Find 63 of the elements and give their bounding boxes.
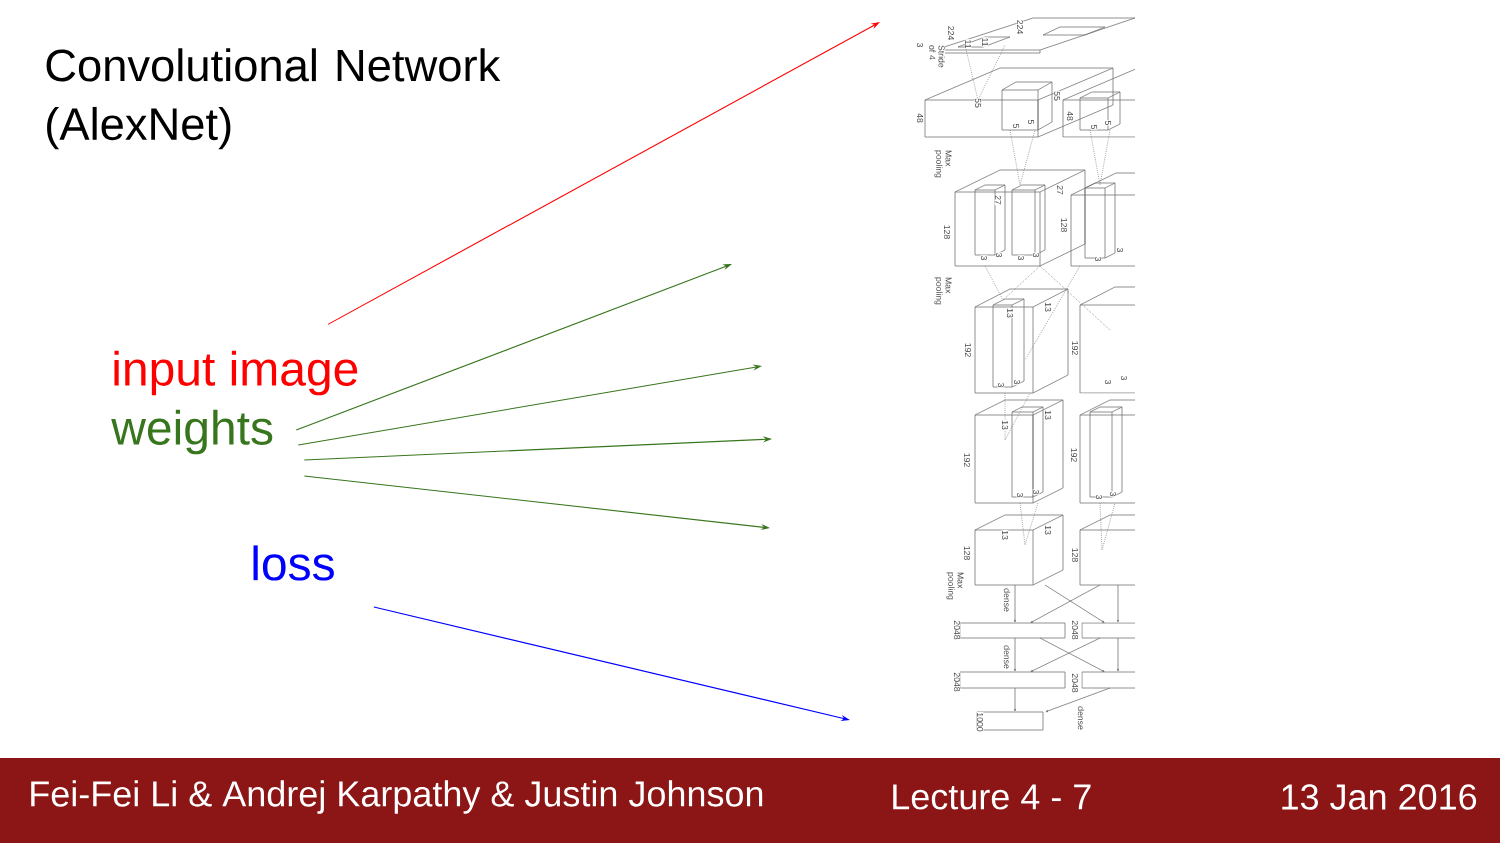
size-label: 3: [997, 382, 1005, 388]
slide-title: Convolutional Network (AlexNet): [46, 48, 501, 150]
layer-label: Max pooling: [934, 276, 952, 305]
size-label: 48: [1066, 110, 1074, 122]
size-label: 3: [916, 42, 924, 48]
size-label: 55: [974, 97, 982, 109]
size-label: 13: [1044, 409, 1052, 421]
size-label: 3: [1104, 379, 1112, 385]
size-label: 224: [1016, 19, 1024, 35]
size-label: 27: [994, 194, 1002, 206]
size-label: 192: [963, 452, 971, 468]
size-label: 3: [1016, 492, 1024, 498]
size-label: 13: [1001, 529, 1009, 541]
size-label: 128: [1071, 547, 1079, 563]
size-label: 3: [980, 255, 988, 261]
layer-label: dense: [1077, 705, 1085, 731]
size-label: 128: [943, 224, 951, 240]
lecture-number: Lecture 4 - 7: [893, 784, 1091, 810]
size-label: 2048: [1071, 673, 1079, 693]
slide-date: 13 Jan 2016: [1282, 784, 1477, 810]
size-label: 192: [1070, 447, 1078, 463]
footer-credit: Fei-Fei Li & Andrej Karpathy & Justin Johnson: [31, 780, 763, 814]
size-label: 3: [1095, 494, 1103, 500]
arrow: [327, 22, 880, 325]
size-label: 3: [1017, 255, 1025, 261]
layer-label: Max pooling: [934, 149, 952, 178]
size-label: 13: [1006, 307, 1014, 319]
size-label: 3: [1120, 375, 1128, 381]
size-label: 3: [1094, 256, 1102, 262]
size-label: 3: [1013, 379, 1021, 385]
size-label: 2048: [953, 620, 961, 640]
layer-label: dense: [1003, 587, 1011, 613]
size-label: 48: [916, 112, 924, 124]
size-label: 5: [1090, 124, 1098, 130]
size-label: 55: [1053, 90, 1061, 102]
size-label: 2048: [1071, 620, 1079, 640]
size-label: 5: [1027, 119, 1035, 125]
size-label: 3: [1116, 247, 1124, 253]
size-label: 224: [947, 25, 955, 41]
node-label: loss: [253, 545, 334, 581]
size-label: 192: [1071, 340, 1079, 356]
size-label: 3: [1032, 489, 1040, 495]
size-label: 5: [1104, 120, 1112, 126]
size-label: 2048: [953, 672, 961, 692]
size-label: 13: [1044, 524, 1052, 536]
size-label: 11: [981, 37, 989, 47]
size-label: 11: [964, 39, 972, 49]
node-label: weights: [111, 409, 273, 455]
layer-label: dense: [1003, 644, 1011, 670]
size-label: 128: [1060, 217, 1068, 233]
size-label: 1000: [976, 712, 984, 732]
layer-label: Max pooling: [946, 571, 964, 600]
size-label: 13: [1001, 419, 1009, 431]
size-label: 27: [1056, 184, 1064, 196]
size-label: 3: [1109, 491, 1117, 497]
size-label: 13: [1044, 301, 1052, 313]
size-label: 3: [995, 252, 1003, 258]
size-label: 3: [1032, 252, 1040, 258]
size-label: 192: [964, 342, 972, 358]
node-label: input image: [114, 350, 358, 396]
size-label: 128: [963, 545, 971, 561]
size-label: 5: [1012, 123, 1020, 129]
layer-label: Stride of 4: [928, 44, 946, 72]
